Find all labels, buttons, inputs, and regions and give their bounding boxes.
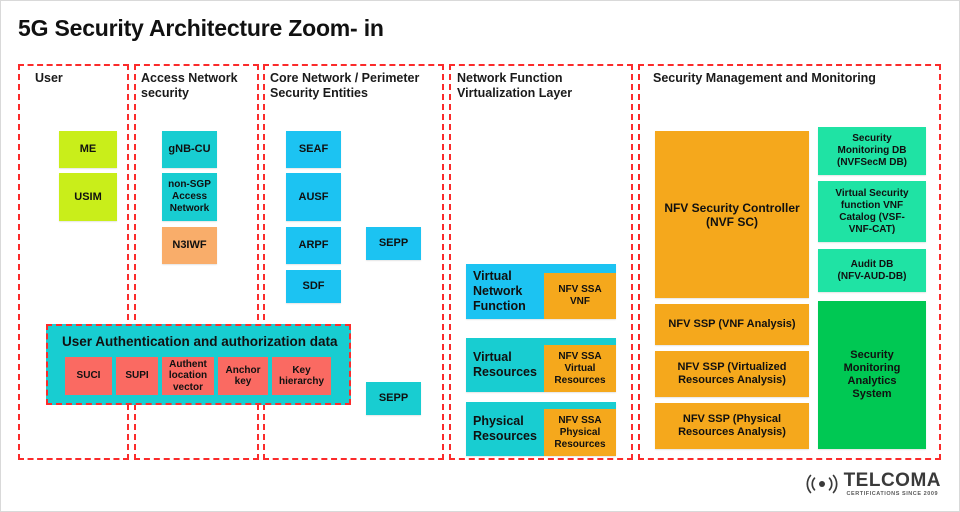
column-frame-nfv-layer: [449, 64, 633, 460]
nfv-row-label-virtual-network-function: Virtual Network Function: [473, 269, 526, 313]
node-me[interactable]: ME: [59, 131, 117, 168]
wireless-signal-icon: [806, 474, 838, 494]
node-nfv-ssp-virtualized-resources-analysis[interactable]: NFV SSP (Virtualized Resources Analysis): [655, 351, 809, 397]
page-title: 5G Security Architecture Zoom- in: [18, 15, 384, 41]
column-frame-core-network: [263, 64, 444, 460]
column-frame-access-network: [134, 64, 259, 460]
node-arpf[interactable]: ARPF: [286, 227, 341, 264]
logo-tagline: CERTIFICATIONS SINCE 2009: [846, 490, 939, 497]
column-label-access-network: Access Network security: [141, 71, 238, 100]
logo-name: TELCOMA: [843, 470, 941, 491]
node-sdf[interactable]: SDF: [286, 270, 341, 303]
column-label-nfv-layer: Network Function Virtualization Layer: [457, 71, 573, 100]
node-sepp-lower[interactable]: SEPP: [366, 382, 421, 415]
auth-chip-key-hierarchy[interactable]: Key hierarchy: [272, 357, 331, 395]
node-security-monitoring-analytics-system[interactable]: Security Monitoring Analytics System: [818, 301, 926, 449]
column-frame-user: [18, 64, 129, 460]
node-nfv-ssp-physical-resources-analysis[interactable]: NFV SSP (Physical Resources Analysis): [655, 403, 809, 449]
nfv-tag-ssa-virtual-resources[interactable]: NFV SSA Virtual Resources: [544, 345, 616, 392]
signal-dot-icon: [818, 481, 825, 487]
user-authentication-panel-title: User Authentication and authorization da…: [62, 334, 338, 349]
nfv-row-virtual-resources: Virtual Resources NFV SSA Virtual Resour…: [466, 338, 616, 392]
node-audit-db[interactable]: Audit DB (NFV-AUD-DB): [818, 249, 926, 292]
column-label-user: User: [35, 71, 63, 85]
column-label-core-network: Core Network / Perimeter Security Entiti…: [270, 71, 420, 100]
nfv-row-label-virtual-resources: Virtual Resources: [473, 350, 537, 379]
nfv-row-virtual-network-function: Virtual Network Function NFV SSA VNF: [466, 264, 616, 319]
node-seaf[interactable]: SEAF: [286, 131, 341, 168]
column-label-security-management: Security Management and Monitoring: [653, 71, 876, 85]
node-virtual-security-function-vnf-catalog[interactable]: Virtual Security function VNF Catalog (V…: [818, 181, 926, 242]
auth-chip-authent-location-vector[interactable]: Authent location vector: [162, 357, 214, 395]
nfv-tag-ssa-physical-resources[interactable]: NFV SSA Physical Resources: [544, 409, 616, 456]
node-ausf[interactable]: AUSF: [286, 173, 341, 221]
node-security-monitoring-db[interactable]: Security Monitoring DB (NVFSecM DB): [818, 127, 926, 175]
node-nfv-security-controller[interactable]: NFV Security Controller (NVF SC): [655, 131, 809, 298]
nfv-row-physical-resources: Physical Resources NFV SSA Physical Reso…: [466, 402, 616, 456]
node-usim[interactable]: USIM: [59, 173, 117, 221]
logo-wordmark: TELCOMA CERTIFICATIONS SINCE 2009: [844, 471, 941, 497]
user-authentication-panel: User Authentication and authorization da…: [46, 324, 351, 405]
node-nfv-ssp-vnf-analysis[interactable]: NFV SSP (VNF Analysis): [655, 304, 809, 345]
node-sepp-upper[interactable]: SEPP: [366, 227, 421, 260]
auth-chip-supi[interactable]: SUPI: [116, 357, 158, 395]
auth-chip-suci[interactable]: SUCI: [65, 357, 112, 395]
node-gnb-cu[interactable]: gNB-CU: [162, 131, 217, 168]
auth-chip-anchor-key[interactable]: Anchor key: [218, 357, 268, 395]
node-n3iwf[interactable]: N3IWF: [162, 227, 217, 264]
column-frame-security-management: [638, 64, 941, 460]
nfv-row-label-physical-resources: Physical Resources: [473, 414, 537, 443]
telcoma-logo: TELCOMA CERTIFICATIONS SINCE 2009: [805, 471, 941, 497]
node-non-sgp-access-network[interactable]: non-SGP Access Network: [162, 173, 217, 221]
nfv-tag-ssa-vnf[interactable]: NFV SSA VNF: [544, 273, 616, 319]
